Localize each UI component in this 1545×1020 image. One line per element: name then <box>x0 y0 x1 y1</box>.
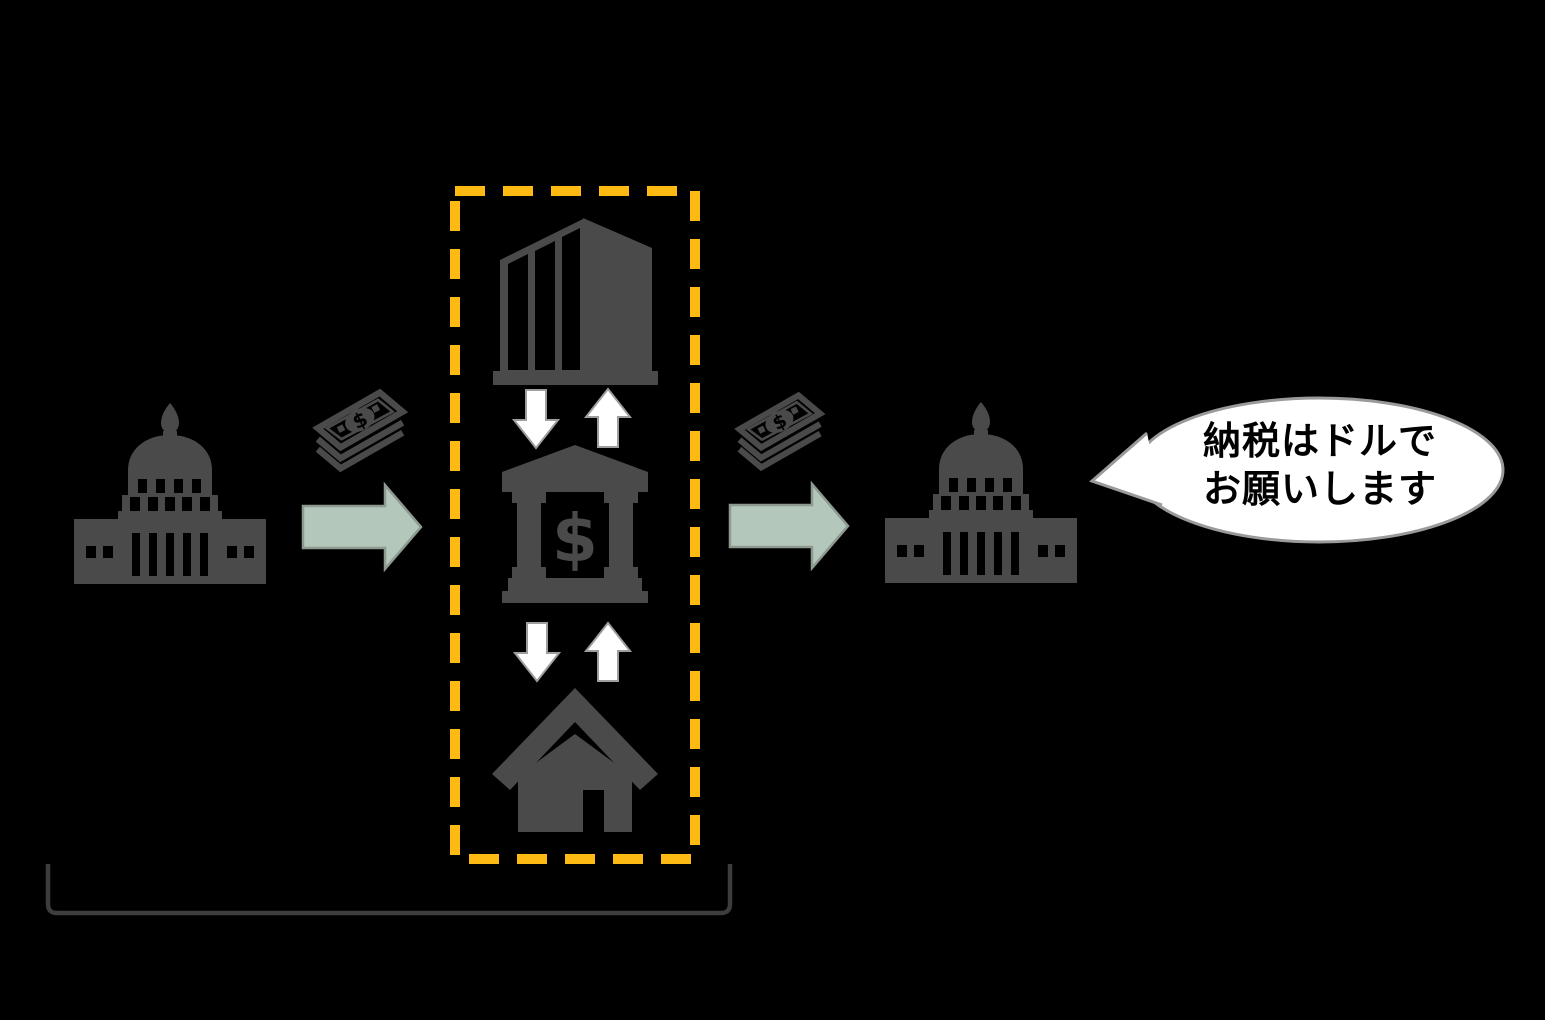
speech-bubble <box>1089 396 1505 544</box>
arrow-up-icon <box>583 387 633 448</box>
money-stack-icon: $ <box>312 388 409 473</box>
dashed-highlight-box <box>450 186 700 864</box>
office-building-icon <box>493 218 658 385</box>
capitol-building-icon <box>74 403 266 584</box>
bank-dollar-icon: $ <box>502 445 648 603</box>
house-icon <box>492 688 658 832</box>
arrow-right-icon <box>301 481 423 573</box>
bracket-underline <box>45 864 733 916</box>
arrow-down-icon <box>511 389 561 450</box>
speech-bubble-line1: 納税はドルで <box>1202 419 1437 463</box>
speech-bubble-text: 納税はドルで お願いします <box>1150 418 1490 514</box>
money-stack-icon: $ <box>734 391 826 472</box>
arrow-down-icon <box>512 622 562 683</box>
arrow-up-icon <box>583 621 633 682</box>
dollar-sign: $ <box>552 500 598 577</box>
capitol-building-icon <box>885 402 1077 583</box>
speech-bubble-line2: お願いします <box>1202 466 1437 511</box>
arrow-right-icon <box>728 480 850 572</box>
